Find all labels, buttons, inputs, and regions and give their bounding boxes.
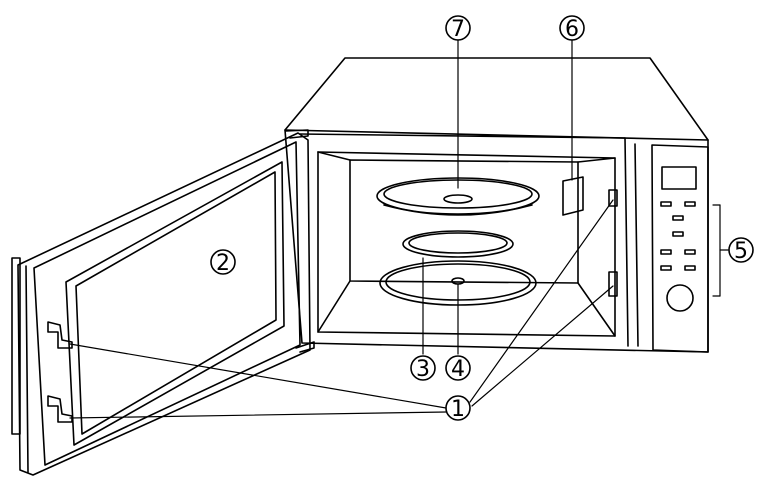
cavity-edge-tl — [317, 151, 351, 161]
leader-1d — [471, 285, 614, 407]
mica-cover — [562, 176, 584, 216]
door-window — [65, 161, 285, 446]
svg-text:5: 5 — [734, 239, 748, 264]
svg-text:4: 4 — [451, 357, 465, 382]
callout-1: 1 — [445, 395, 471, 422]
cabinet-front-frame — [284, 129, 709, 353]
svg-text:3: 3 — [416, 357, 430, 382]
oven-cavity — [317, 151, 616, 337]
leader-1a — [69, 343, 447, 409]
cavity-edge-br — [577, 282, 616, 337]
callout-3: 3 — [410, 355, 436, 382]
cabinet-top — [284, 57, 709, 141]
cabinet — [284, 57, 709, 353]
door-latch-bottom — [47, 395, 73, 423]
callout-7: 7 — [445, 15, 471, 42]
interlock-slot-bottom — [608, 271, 618, 297]
svg-text:6: 6 — [565, 17, 579, 42]
control-button[interactable] — [684, 265, 696, 271]
door-inner-frame — [33, 141, 301, 466]
callout-6: 6 — [559, 15, 585, 42]
svg-text:7: 7 — [451, 17, 465, 42]
leader-1b — [69, 411, 447, 419]
control-button[interactable] — [660, 265, 672, 271]
control-dial[interactable] — [666, 284, 694, 312]
cabinet-front-inner — [299, 133, 626, 139]
roller-ring-inner — [408, 232, 508, 254]
roller-ring — [402, 230, 514, 258]
roller-ring-outer — [402, 230, 514, 258]
interlock-slot-top — [608, 189, 618, 207]
turntable-hub — [451, 277, 465, 285]
svg-text:1: 1 — [451, 397, 465, 422]
glass-tray-bottom — [383, 204, 533, 216]
control-panel-divider-2 — [634, 143, 639, 347]
door-edge — [25, 265, 29, 473]
control-panel-divider — [624, 137, 629, 347]
door-handle-ridge — [11, 257, 21, 435]
control-button[interactable] — [660, 201, 672, 207]
callout-4: 4 — [445, 355, 471, 382]
door-hinge-top — [285, 129, 309, 139]
leader-1c — [469, 199, 614, 403]
glass-tray-center — [443, 194, 473, 204]
control-button[interactable] — [672, 215, 684, 221]
control-panel-face — [651, 144, 709, 353]
control-button[interactable] — [660, 249, 672, 255]
callout-2: 2 — [210, 249, 236, 276]
door-window-inner — [75, 171, 277, 435]
control-button[interactable] — [684, 201, 696, 207]
callout-5: 5 — [728, 237, 754, 264]
cavity-edge-bl — [317, 280, 351, 333]
control-panel — [651, 144, 709, 353]
door — [11, 129, 315, 476]
leader-lines — [69, 39, 729, 419]
display-window[interactable] — [661, 166, 697, 190]
svg-text:2: 2 — [216, 251, 230, 276]
door-outer — [17, 132, 311, 476]
control-button[interactable] — [684, 249, 696, 255]
door-hinge-bottom — [295, 341, 315, 353]
door-latch-top — [47, 321, 73, 349]
cavity-edge-tr — [577, 157, 616, 163]
control-button[interactable] — [672, 231, 684, 237]
